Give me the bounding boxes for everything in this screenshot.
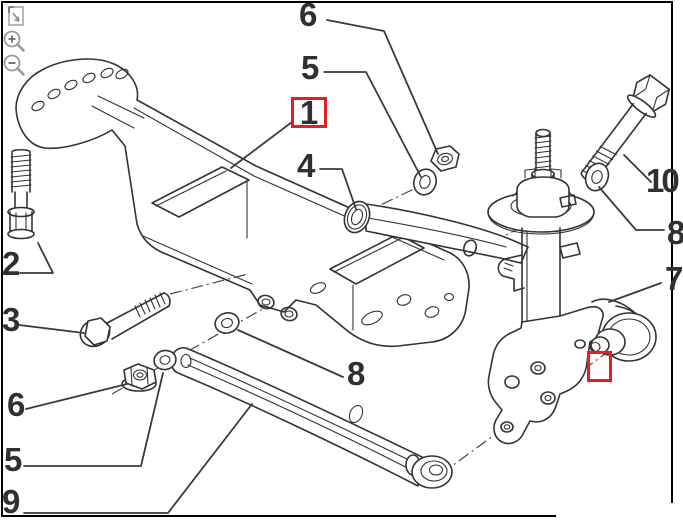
callout-9[interactable]: 9 xyxy=(2,483,21,520)
highlight-box-callout-1[interactable]: 1 xyxy=(291,94,327,131)
callout-7[interactable]: 7 xyxy=(665,260,683,297)
washer-8-right-part xyxy=(584,162,610,192)
callout-4[interactable]: 4 xyxy=(297,147,316,184)
callout-8-right[interactable]: 8 xyxy=(667,214,683,251)
washer-5-upper-part xyxy=(412,168,438,196)
washer-8-left-part xyxy=(214,312,240,334)
callout-6-upper[interactable]: 6 xyxy=(299,0,318,33)
callout-6-lower[interactable]: 6 xyxy=(7,386,26,423)
bushing-4-part xyxy=(343,200,371,234)
callout-10[interactable]: 10 xyxy=(646,162,680,199)
lateral-link-7-part xyxy=(589,298,657,362)
callout-2[interactable]: 2 xyxy=(2,245,21,282)
strut-part xyxy=(487,128,595,333)
callout-8-middle[interactable]: 8 xyxy=(347,355,366,392)
leader-lines xyxy=(18,19,665,514)
knuckle-part xyxy=(487,305,604,445)
fit-view-icon xyxy=(8,6,24,26)
bolt-2-part xyxy=(7,148,35,240)
washer-5-lower-part xyxy=(153,349,177,371)
crossmember-part xyxy=(15,58,470,348)
upper-control-arm-part xyxy=(365,203,529,264)
highlight-box-part-region[interactable] xyxy=(587,351,612,382)
callout-1[interactable]: 1 xyxy=(299,94,319,131)
trailing-arm-9-part xyxy=(170,346,453,489)
zoom-in-icon xyxy=(3,30,25,52)
nut-6-lower-part xyxy=(121,363,157,392)
fit-view-button[interactable] xyxy=(5,4,31,30)
callout-3[interactable]: 3 xyxy=(2,301,21,338)
frame-border xyxy=(1,1,673,517)
zoom-out-button[interactable] xyxy=(2,53,28,79)
callout-5-upper[interactable]: 5 xyxy=(301,49,320,86)
zoom-out-icon xyxy=(3,54,25,76)
zoom-in-button[interactable] xyxy=(2,29,28,55)
callout-5-lower[interactable]: 5 xyxy=(4,441,23,478)
bolt-10-part xyxy=(580,74,671,184)
bolt-3-part xyxy=(79,292,171,348)
